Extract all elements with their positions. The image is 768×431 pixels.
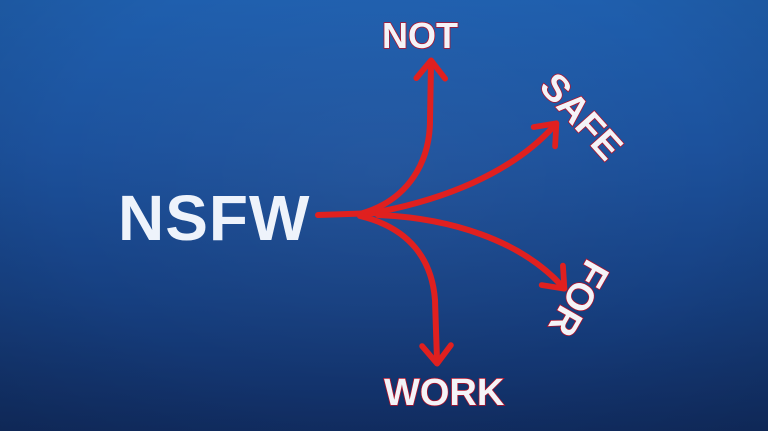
arrow-to-for xyxy=(375,212,568,292)
branch-label-not: NOT xyxy=(381,15,459,56)
arrow-to-work xyxy=(357,213,454,367)
arrow-to-safe xyxy=(375,120,560,215)
source-label-nsfw: NSFW xyxy=(118,182,311,254)
branch-label-work: WORK xyxy=(383,372,505,414)
arrow-to-not xyxy=(357,57,449,217)
